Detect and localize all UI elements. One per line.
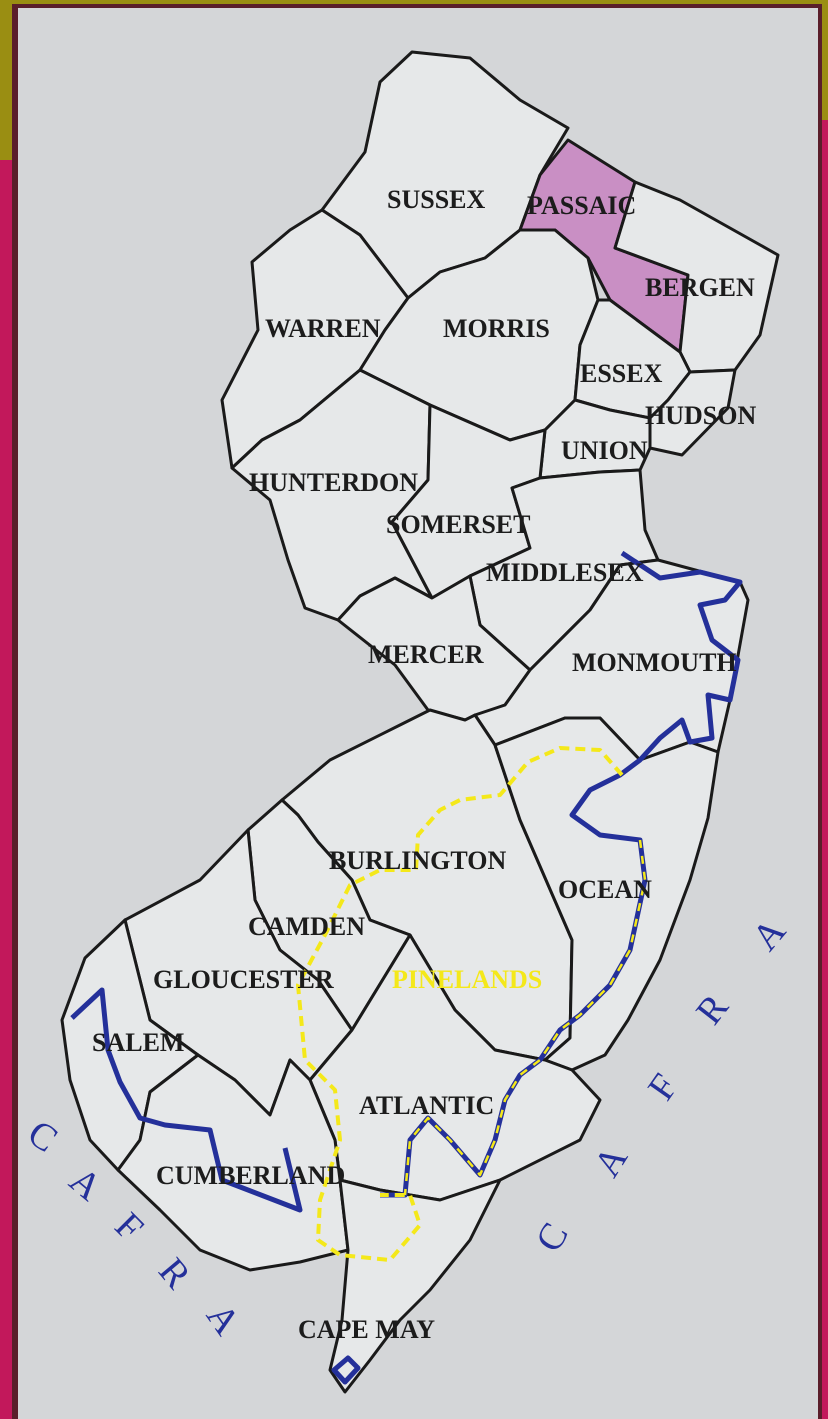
label-hudson: HUDSON	[645, 401, 756, 430]
label-cumberland: CUMBERLAND	[156, 1161, 345, 1190]
label-ocean: OCEAN	[558, 875, 652, 904]
label-union: UNION	[561, 436, 648, 465]
cafra-boundary	[70, 550, 743, 1385]
label-cape-may: CAPE MAY	[298, 1315, 435, 1344]
label-morris: MORRIS	[443, 314, 550, 343]
label-monmouth: MONMOUTH	[572, 648, 737, 677]
label-bergen: BERGEN	[645, 273, 755, 302]
pinelands-line	[296, 746, 624, 1262]
label-gloucester: GLOUCESTER	[153, 965, 334, 994]
cafra-cape-may-loop	[331, 1355, 361, 1385]
pinelands-overlay	[403, 839, 647, 1196]
label-atlantic: ATLANTIC	[359, 1091, 494, 1120]
county-mercer[interactable]	[336, 574, 532, 722]
county-labels: SUSSEX PASSAIC BERGEN WARREN MORRIS ESSE…	[92, 185, 756, 1344]
label-passaic: PASSAIC	[527, 191, 636, 220]
label-essex: ESSEX	[580, 359, 663, 388]
pinelands-boundary	[296, 746, 647, 1262]
label-camden: CAMDEN	[248, 912, 365, 941]
county-hudson[interactable]	[648, 368, 737, 457]
label-somerset: SOMERSET	[386, 510, 531, 539]
label-burlington: BURLINGTON	[329, 846, 506, 875]
cafra-line-south	[70, 987, 303, 1213]
label-middlesex: MIDDLESEX	[486, 558, 644, 587]
label-mercer: MERCER	[368, 640, 484, 669]
label-warren: WARREN	[265, 314, 381, 343]
label-hunterdon: HUNTERDON	[249, 468, 418, 497]
county-cape-may[interactable]	[328, 1178, 502, 1394]
label-pinelands: PINELANDS	[392, 965, 542, 994]
counties-layer	[60, 50, 780, 1394]
cafra-line-north	[380, 550, 743, 1198]
label-salem: SALEM	[92, 1028, 184, 1057]
county-ocean[interactable]	[493, 716, 720, 1072]
label-sussex: SUSSEX	[387, 185, 485, 214]
county-cumberland[interactable]	[116, 1053, 350, 1272]
